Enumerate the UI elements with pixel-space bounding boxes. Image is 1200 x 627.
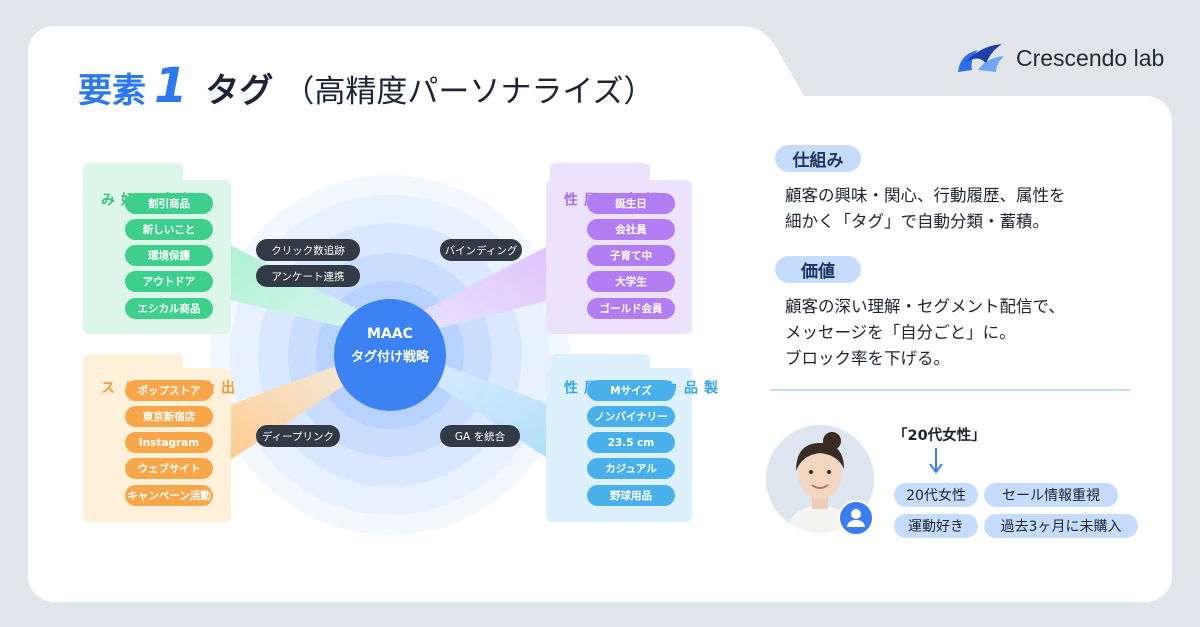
value-heading: 価値 [775, 256, 861, 283]
connector-binding: バインディング [440, 239, 522, 261]
connector-deeplink: ディープリンク [256, 425, 340, 447]
card-tab-slope [700, 26, 850, 116]
center-subtitle: タグ付け戦略 [350, 350, 429, 365]
value-line: メッセージを「自分ごと」に。 [785, 323, 1016, 342]
tag-pill: Instagram [125, 432, 213, 453]
connector-ga: GA を統合 [440, 425, 520, 447]
tag-pill: Mサイズ [587, 380, 675, 401]
tag-pill: ゴールド会員 [587, 298, 675, 319]
tag-pill: ポップストア [125, 380, 213, 401]
center-title: MAAC [367, 326, 413, 342]
connector-survey: アンケート連携 [256, 265, 360, 287]
title-sub: （高精度パーソナライズ） [283, 74, 655, 110]
tag-pill: 大学生 [587, 271, 675, 292]
tag-pill: 東京新宿店 [125, 406, 213, 427]
tag-pill: 23.5 cm [587, 432, 675, 453]
tag-pill: 野球用品 [587, 485, 675, 506]
user-badge [838, 500, 874, 536]
arrow-down-icon [929, 448, 943, 474]
title-main: タグ [205, 71, 274, 111]
connector-click-tracking: クリック数追跡 [256, 239, 360, 261]
brand-name: Crescendo lab [1016, 44, 1165, 71]
brand-logo: Crescendo lab [956, 38, 1164, 78]
page-title: 要素 1 タグ （高精度パーソナライズ） [78, 58, 654, 118]
persona-tag: 20代女性 [894, 483, 978, 507]
tag-pill: 新しいこと [125, 219, 213, 240]
tag-pill: ウェブサイト [125, 458, 213, 479]
woman-portrait-icon [766, 425, 874, 533]
title-number: 1 [154, 58, 188, 114]
tag-pill: アウトドア [125, 271, 213, 292]
tag-pill: 環境保護 [125, 245, 213, 266]
tag-pill: 会社員 [587, 219, 675, 240]
persona-tag: セール情報重視 [984, 483, 1118, 507]
tag-pill: 子育て中 [587, 245, 675, 266]
value-line: 顧客の深い理解・セグメント配信で、 [785, 297, 1065, 316]
value-line: ブロック率を下げる。 [785, 349, 950, 368]
mechanism-line: 細かく「タグ」で自動分類・蓄積。 [785, 212, 1049, 231]
title-label: 要素 [78, 71, 146, 111]
tag-pill: 誕生日 [587, 193, 675, 214]
center-circle [334, 299, 446, 411]
mechanism-heading: 仕組み [775, 145, 861, 172]
tag-pill: キャンペーン活動 [125, 485, 213, 506]
persona-tag: 運動好き [894, 514, 978, 538]
divider [770, 389, 1130, 391]
crescendo-logo-icon [958, 44, 1004, 72]
tag-pill: カジュアル [587, 458, 675, 479]
persona-quote: 「20代女性」 [893, 428, 986, 444]
tag-pill: エシカル商品 [125, 298, 213, 319]
tag-pill: 割引商品 [125, 193, 213, 214]
user-icon [847, 509, 865, 527]
persona-tag: 過去3ヶ月に未購入 [984, 514, 1138, 538]
tag-pill: ノンバイナリー [587, 406, 675, 427]
mechanism-line: 顧客の興味・関心、行動履歴、属性を [785, 186, 1066, 205]
